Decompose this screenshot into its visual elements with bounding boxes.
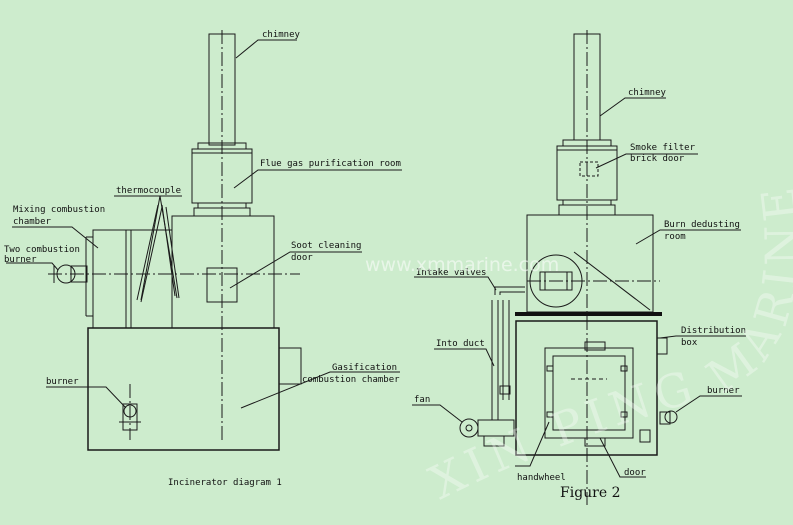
- leader-chimney-1: [235, 39, 297, 59]
- label-soot-1: Soot cleaning: [291, 241, 361, 251]
- label-chimney-1: chimney: [262, 30, 301, 40]
- distribution-box: [656, 337, 668, 355]
- label-smoke-filter-1: Smoke filter: [630, 143, 696, 153]
- caption-figure-2: Figure 2: [560, 485, 621, 501]
- figure-1: chimney Flue gas purification room therm…: [4, 30, 402, 488]
- label-door: door: [624, 468, 646, 478]
- leader-into-duct: [434, 348, 495, 367]
- leader-door: [599, 437, 646, 478]
- leader-chimney-2: [599, 97, 666, 117]
- gasification-chamber: [87, 327, 280, 451]
- leader-two-combustion: [6, 262, 59, 271]
- label-intake-valves: Intake valves: [416, 268, 486, 278]
- leader-handwheel: [515, 421, 550, 467]
- burner-2: [664, 410, 678, 424]
- leader-distribution: [659, 335, 746, 339]
- label-burn-dedusting-1: Burn dedusting: [664, 220, 740, 230]
- leader-gasification: [240, 371, 400, 409]
- label-smoke-filter-2: brick door: [630, 154, 685, 164]
- label-mixing-1: Mixing combustion: [13, 205, 105, 215]
- label-burner-2: burner: [707, 386, 740, 396]
- leader-burner-2: [675, 395, 742, 413]
- smoke-filter-brick-door: [579, 161, 599, 177]
- caption-figure-1: Incinerator diagram 1: [168, 478, 282, 488]
- label-soot-2: door: [291, 253, 313, 263]
- gasification-port: [278, 347, 302, 385]
- leader-soot: [229, 251, 362, 289]
- leader-burn-dedusting: [635, 229, 741, 245]
- label-gasification-2: combustion chamber: [302, 375, 400, 385]
- label-into-duct: Into duct: [436, 339, 485, 349]
- label-burner-1: burner: [46, 377, 79, 387]
- label-burn-dedusting-2: room: [664, 232, 686, 242]
- leader-fan: [412, 404, 463, 423]
- figure-2: chimney Smoke filter brick door Burn ded…: [412, 30, 746, 505]
- watermark-site: www.xmmarine.com: [365, 254, 559, 276]
- label-two-combustion-1: Two combustion: [4, 245, 80, 255]
- label-chimney-2: chimney: [628, 88, 667, 98]
- leader-flue: [233, 169, 402, 189]
- label-thermocouple: thermocouple: [116, 186, 181, 196]
- mixing-chamber: [92, 229, 173, 329]
- label-two-combustion-2: burner: [4, 255, 37, 265]
- label-flue-gas: Flue gas purification room: [260, 159, 401, 169]
- leader-burner-1: [46, 386, 127, 409]
- label-mixing-2: chamber: [13, 217, 52, 227]
- leader-intake: [414, 276, 497, 291]
- label-gasification-1: Gasification: [332, 363, 397, 373]
- leader-mixing: [12, 226, 99, 249]
- label-distribution-2: box: [681, 338, 698, 348]
- fan: [459, 418, 479, 438]
- thermocouple-probe-1: [136, 204, 159, 301]
- leader-smoke-filter: [595, 153, 698, 169]
- label-fan: fan: [414, 395, 430, 405]
- label-handwheel: handwheel: [517, 473, 566, 483]
- label-distribution-1: Distribution: [681, 326, 746, 336]
- intake-pipe: [494, 286, 525, 295]
- upper-chamber: [171, 215, 275, 329]
